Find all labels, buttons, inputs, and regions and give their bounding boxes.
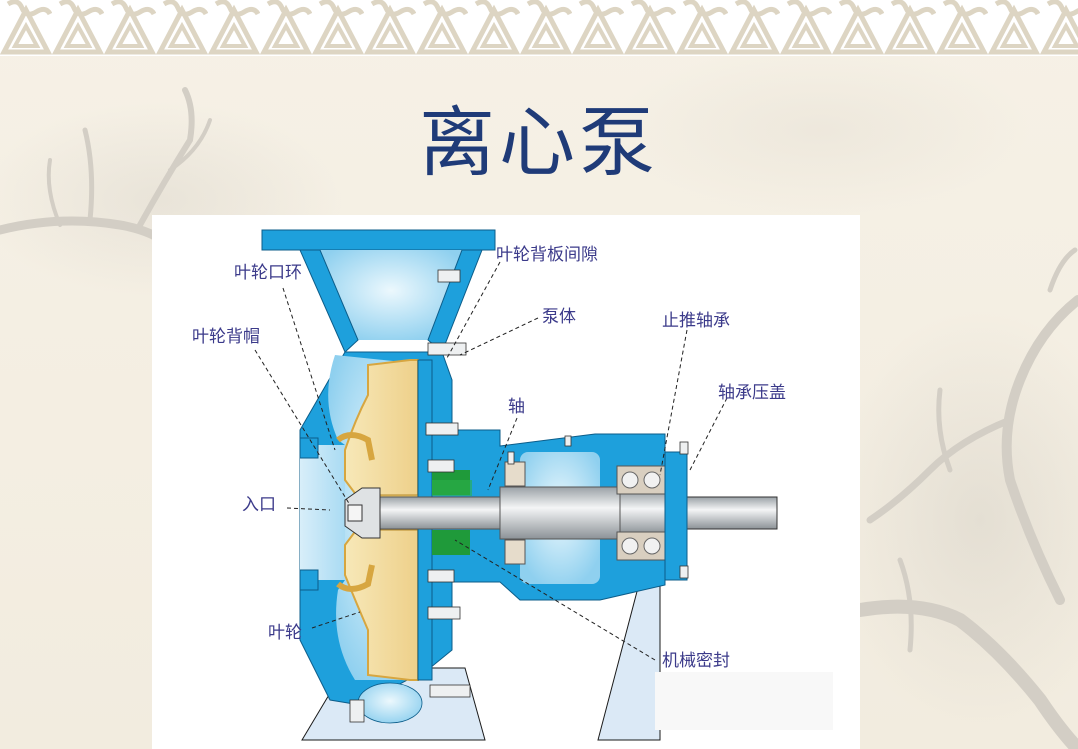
centrifugal-pump-cross-section — [254, 229, 833, 741]
label-impeller: 叶轮 — [268, 623, 302, 643]
label-shaft: 轴 — [508, 397, 525, 417]
triangle-key-pattern-icon — [0, 0, 1078, 56]
slide-title: 离心泵 — [419, 98, 659, 187]
label-impeller-ring: 叶轮口环 — [234, 263, 302, 283]
decorative-border — [0, 0, 1078, 56]
pump-diagram-panel: 叶轮口环 叶轮背帽 入口 叶轮 叶轮背板间隙 泵体 轴 止推轴承 轴承压盖 机械… — [152, 215, 860, 749]
label-thrust-bearing: 止推轴承 — [662, 311, 730, 331]
label-mechanical-seal: 机械密封 — [662, 651, 730, 671]
label-impeller-back-cap: 叶轮背帽 — [192, 327, 260, 347]
label-pump-body: 泵体 — [542, 307, 576, 327]
label-impeller-back-clearance: 叶轮背板间隙 — [496, 245, 598, 265]
label-inlet: 入口 — [242, 495, 276, 515]
label-bearing-gland: 轴承压盖 — [718, 383, 786, 403]
